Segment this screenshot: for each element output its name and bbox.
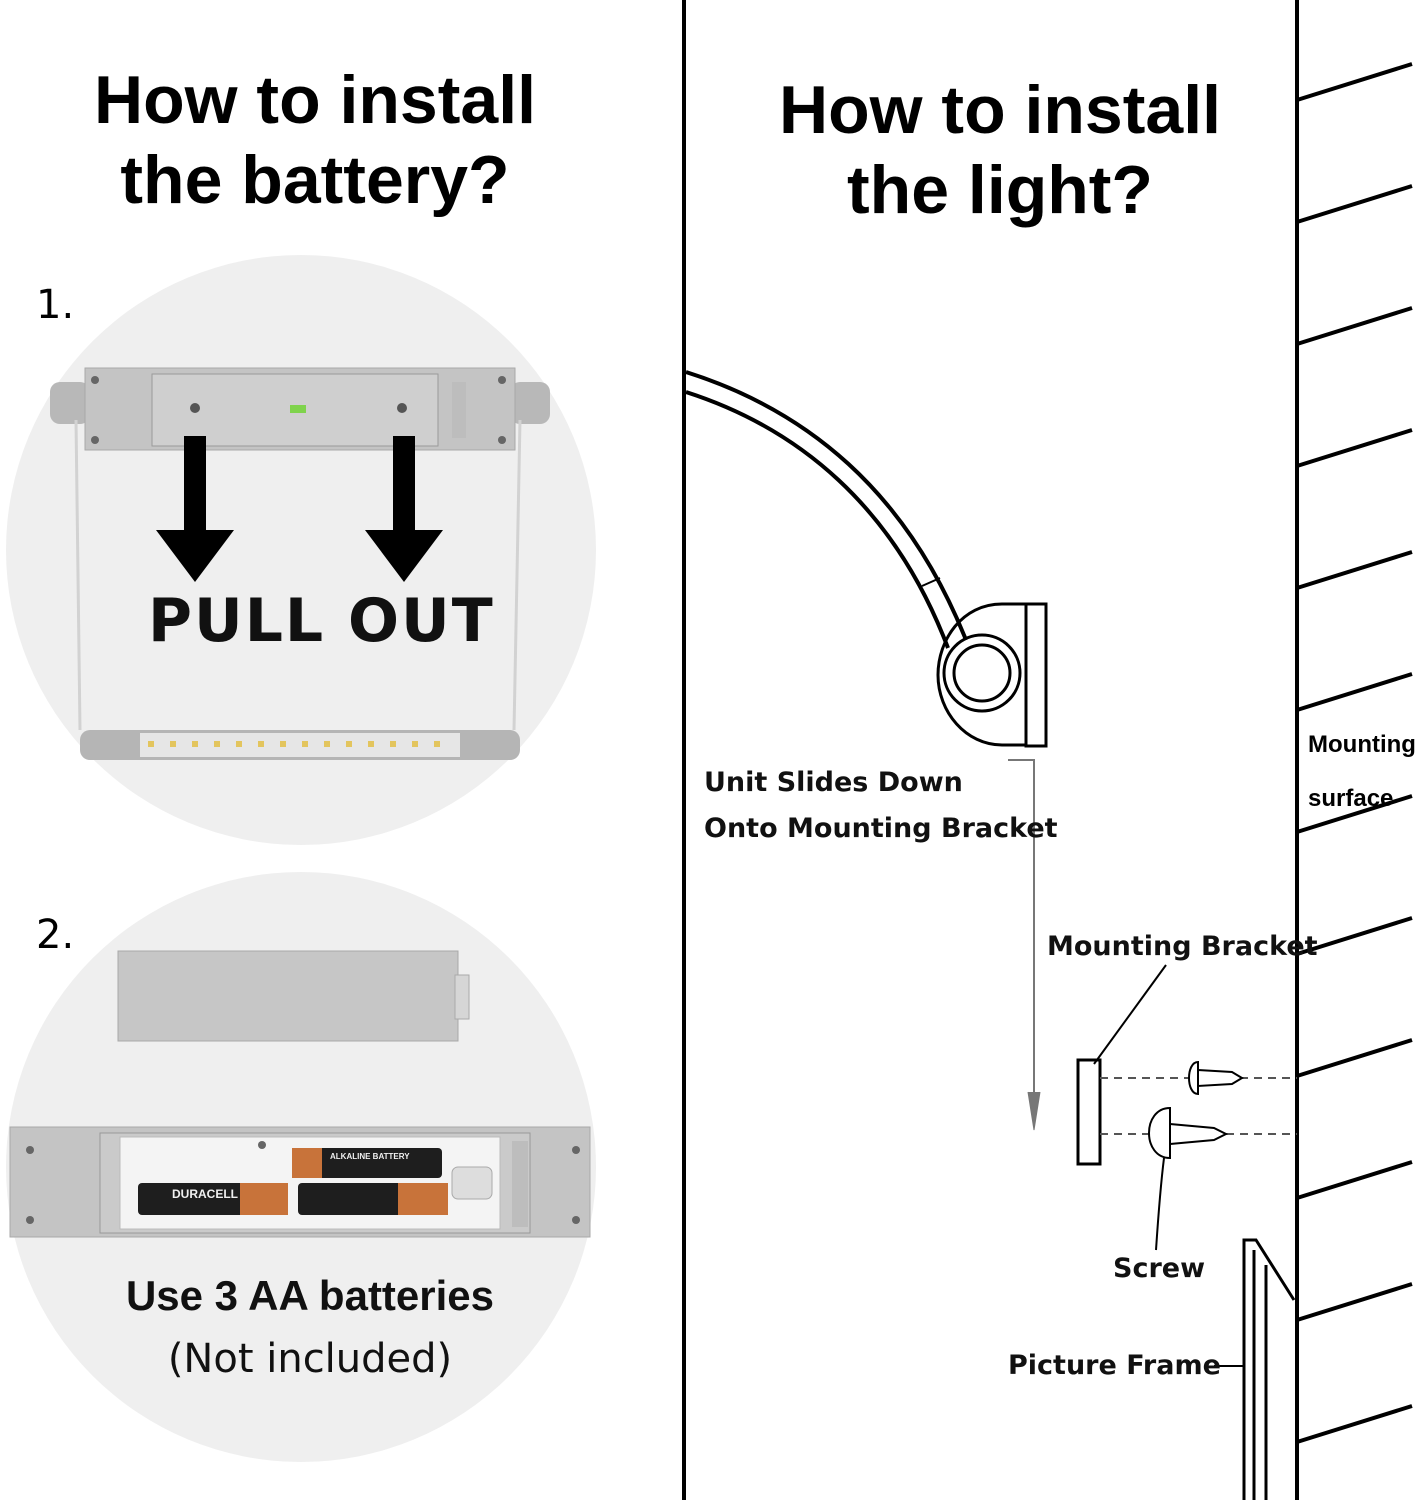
battery-compartment-illustration [9, 950, 591, 1238]
battery-note-line1: Use 3 AA batteries [125, 1272, 495, 1319]
screw-1-head [1188, 1060, 1199, 1096]
mounting-bracket-shape [1076, 1058, 1102, 1166]
pull-out-label: PULL OUT [148, 586, 495, 656]
screw-2-head [1148, 1106, 1171, 1160]
light-title-line1: How to install [779, 72, 1221, 148]
screw-label: Screw [1113, 1253, 1206, 1284]
battery-note: Use 3 AA batteries (Not included) [20, 1268, 600, 1394]
light-unit-housing [936, 602, 1026, 747]
battery-title-line1: How to install [94, 62, 536, 138]
step-1-number: 1. [36, 282, 75, 328]
battery-title: How to install the battery? [20, 60, 610, 220]
mounting-surface-line1: Mounting [1308, 731, 1416, 758]
slide-down-line2: Onto Mounting Bracket [704, 813, 1058, 844]
mounting-surface-label: Mounting surface [1308, 718, 1416, 826]
mounting-surface-line2: surface [1308, 785, 1394, 812]
battery-title-line2: the battery? [120, 142, 510, 218]
panel-divider [682, 0, 686, 1500]
light-arm [686, 370, 968, 641]
battery-note-line2: (Not included) [167, 1336, 453, 1382]
light-title: How to install the light? [700, 70, 1300, 230]
picture-frame-shape [1242, 1238, 1296, 1500]
slide-path-line [1008, 759, 1035, 1110]
picture-frame-label: Picture Frame [1008, 1350, 1221, 1381]
light-title-line2: the light? [847, 152, 1153, 228]
slide-down-label: Unit Slides Down Onto Mounting Bracket [704, 760, 1058, 852]
arrow-down-left-icon [156, 436, 234, 582]
step-2-number: 2. [36, 912, 75, 958]
battery-brand-text: DURACELL [172, 1187, 238, 1201]
battery-type-text: ALKALINE BATTERY [330, 1152, 410, 1161]
wall-hatching [1296, 62, 1413, 1444]
slide-down-line1: Unit Slides Down [704, 767, 963, 798]
arrow-down-icon [1027, 1091, 1041, 1131]
mounting-bracket-label: Mounting Bracket [1047, 931, 1318, 962]
arrow-down-right-icon [365, 436, 443, 582]
light-housing-illustration [50, 367, 550, 760]
light-install-diagram [686, 0, 1413, 1500]
